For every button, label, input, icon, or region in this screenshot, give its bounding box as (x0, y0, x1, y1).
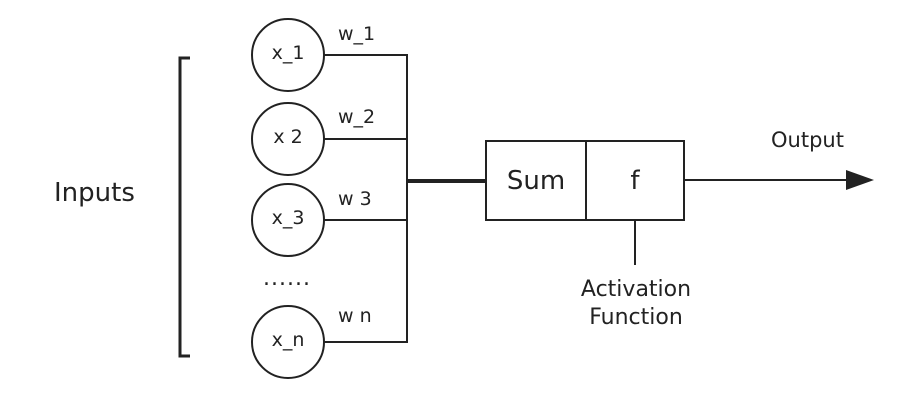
inputs-label: Inputs (54, 178, 135, 208)
node-label-x3: x_3 (271, 207, 305, 229)
weight-label-w3: w 3 (338, 188, 372, 210)
sum-label: Sum (506, 166, 566, 196)
activation-caption-line-1: Activation (580, 277, 692, 302)
node-label-x1: x_1 (271, 42, 305, 64)
weight-label-w2: w_2 (338, 106, 376, 128)
activation-caption-line-2: Function (589, 305, 683, 330)
weight-label-w1: w_1 (338, 23, 376, 45)
ellipsis: ...... (263, 266, 311, 291)
activation-caption: Activation Function (566, 276, 706, 332)
activation-function-symbol: f (630, 166, 640, 196)
node-label-x2: x 2 (273, 126, 303, 148)
output-label: Output (771, 128, 844, 152)
node-label-xn: x_n (271, 329, 305, 351)
weight-label-wn: w n (338, 305, 372, 327)
inputs-bracket (178, 56, 190, 358)
output-arrow-head (846, 170, 874, 190)
